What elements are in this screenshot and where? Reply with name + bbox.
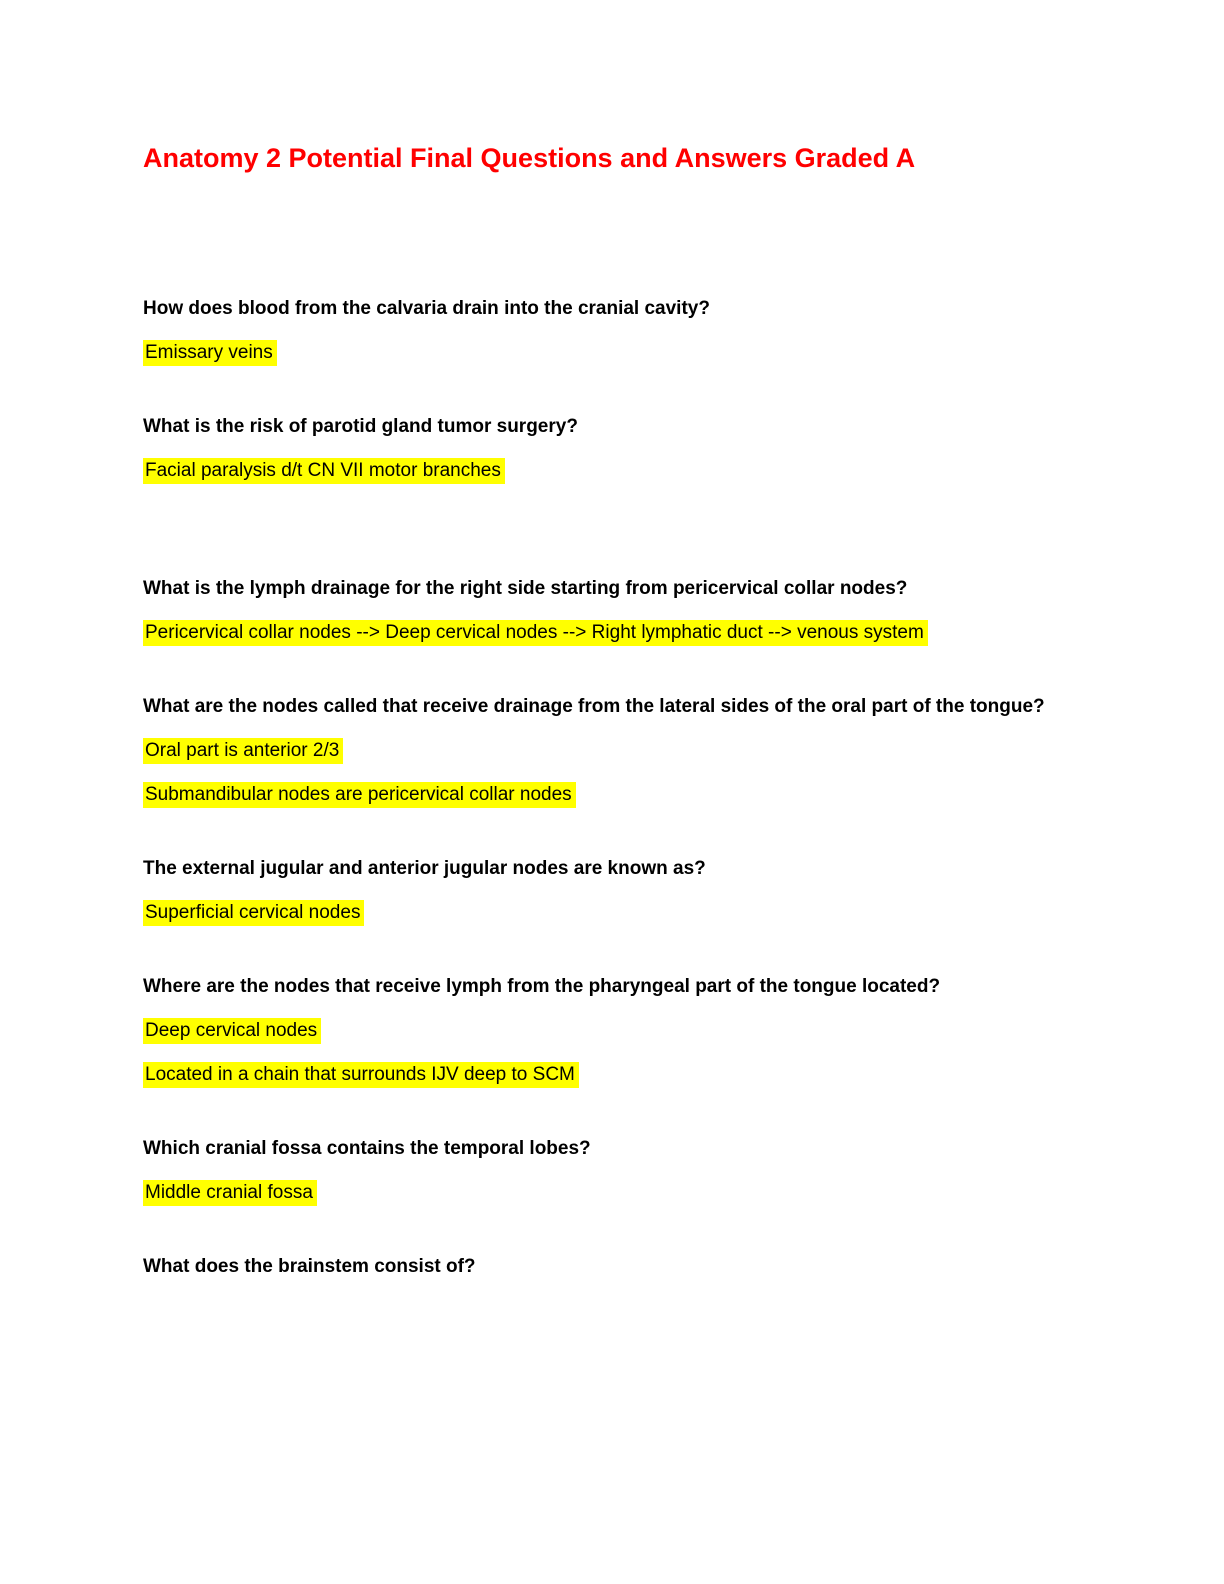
qa-block: What does the brainstem consist of? xyxy=(143,1254,1124,1280)
question-text: What is the lymph drainage for the right… xyxy=(143,578,908,599)
qa-block: What is the risk of parotid gland tumor … xyxy=(143,414,1124,484)
qa-block: The external jugular and anterior jugula… xyxy=(143,856,1124,926)
question-text: What does the brainstem consist of? xyxy=(143,1256,476,1277)
question-text: What is the risk of parotid gland tumor … xyxy=(143,416,578,437)
answer-highlight: Deep cervical nodes xyxy=(143,1018,322,1044)
answer-highlight: Pericervical collar nodes --> Deep cervi… xyxy=(143,620,928,646)
page-title: Anatomy 2 Potential Final Questions and … xyxy=(143,143,916,173)
answer-highlight: Located in a chain that surrounds IJV de… xyxy=(143,1062,579,1088)
question-text: Which cranial fossa contains the tempora… xyxy=(143,1138,591,1159)
question-text: How does blood from the calvaria drain i… xyxy=(143,298,710,319)
question-text: Where are the nodes that receive lymph f… xyxy=(143,976,941,997)
qa-block: How does blood from the calvaria drain i… xyxy=(143,296,1124,366)
answer-highlight: Emissary veins xyxy=(143,340,277,366)
qa-block: Which cranial fossa contains the tempora… xyxy=(143,1136,1124,1206)
answer-highlight: Facial paralysis d/t CN VII motor branch… xyxy=(143,458,505,484)
answer-highlight: Submandibular nodes are pericervical col… xyxy=(143,782,576,808)
answer-highlight: Oral part is anterior 2/3 xyxy=(143,738,344,764)
answer-highlight: Superficial cervical nodes xyxy=(143,900,365,926)
qa-block: What is the lymph drainage for the right… xyxy=(143,576,1124,646)
question-text: What are the nodes called that receive d… xyxy=(143,696,1045,717)
question-text: The external jugular and anterior jugula… xyxy=(143,858,706,879)
qa-block: Where are the nodes that receive lymph f… xyxy=(143,974,1124,1088)
qa-block: What are the nodes called that receive d… xyxy=(143,694,1124,808)
answer-highlight: Middle cranial fossa xyxy=(143,1180,317,1206)
